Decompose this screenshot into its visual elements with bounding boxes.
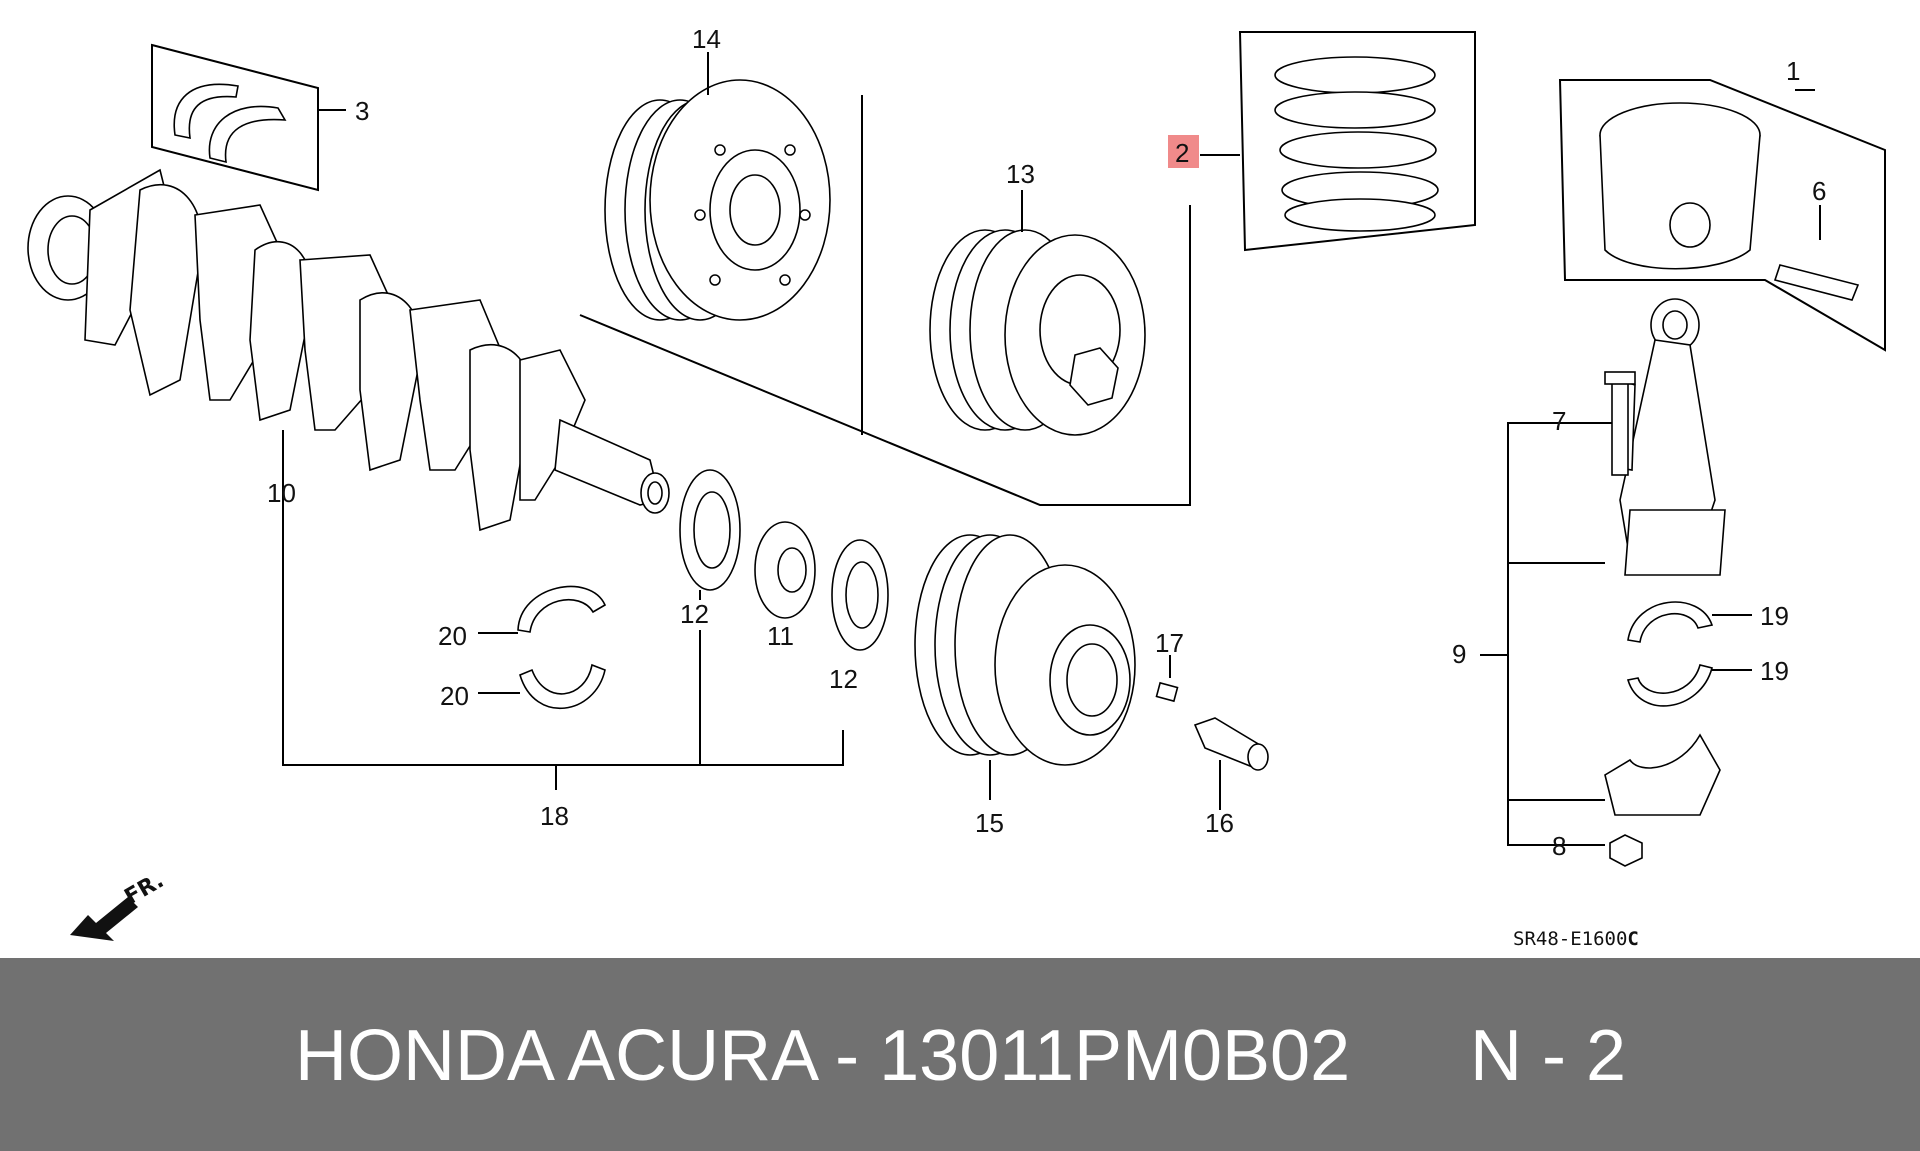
crankshaft-part-10 [27,168,670,532]
part-number-footer: HONDA ACURA - 13011PM0B02 N - 2 [0,958,1920,1151]
callout-7: 7 [1552,406,1566,436]
callout-10: 10 [267,478,296,508]
pulley-part-15 [914,534,1136,800]
callout-19a: 19 [1760,601,1789,631]
callout-12b: 12 [829,664,858,694]
pulley-part-14 [604,52,831,321]
key-part-17 [1155,681,1179,703]
main-bearing-part-3 [151,43,346,192]
connecting-rod [1619,298,1726,576]
callout-16: 16 [1205,808,1234,838]
callout-8: 8 [1552,831,1566,861]
nut-part-8 [1609,834,1643,867]
callout-18: 18 [540,801,569,831]
bolt-part-7 [1604,371,1636,476]
callout-3: 3 [355,96,369,126]
seal-part-12b [831,539,889,651]
callout-2: 2 [1175,138,1189,168]
piston-part-1 [1558,79,1886,352]
exploded-parts-diagram: FR. 3 14 13 2 1 6 7 10 12 11 12 20 20 18… [27,24,1886,950]
pulley-part-13 [929,190,1146,436]
callout-13: 13 [1006,159,1035,189]
footer-variant: N - 2 [1470,1016,1627,1096]
thrust-bearing-part-20 [478,585,607,710]
callout-20a: 20 [438,621,467,651]
rod-cap [1604,733,1721,816]
front-direction-arrow: FR. [70,868,168,941]
bolt-part-16 [1193,717,1269,810]
callout-1: 1 [1786,56,1800,86]
footer-title: HONDA ACURA - 13011PM0B02 [295,1016,1351,1096]
gear-part-11 [754,521,816,619]
callout-14: 14 [692,24,721,54]
callout-6: 6 [1812,176,1826,206]
bracket-part-18 [282,470,844,766]
drawing-code: SR48-E1600C [1513,928,1639,950]
callout-20b: 20 [440,681,469,711]
callout-9: 9 [1452,639,1466,669]
piston-ring-set-part-2 [1200,31,1476,252]
bracket-part-9 [1507,422,1620,846]
callout-11: 11 [767,621,794,651]
callout-15: 15 [975,808,1004,838]
seal-part-12a [679,469,741,600]
rod-bearing-part-19 [1626,601,1752,707]
callout-19b: 19 [1760,656,1789,686]
callout-12a: 12 [680,599,709,629]
callout-17: 17 [1155,628,1184,658]
variant-bracket-line [579,205,1191,506]
highlight-part-2 [1168,135,1199,168]
